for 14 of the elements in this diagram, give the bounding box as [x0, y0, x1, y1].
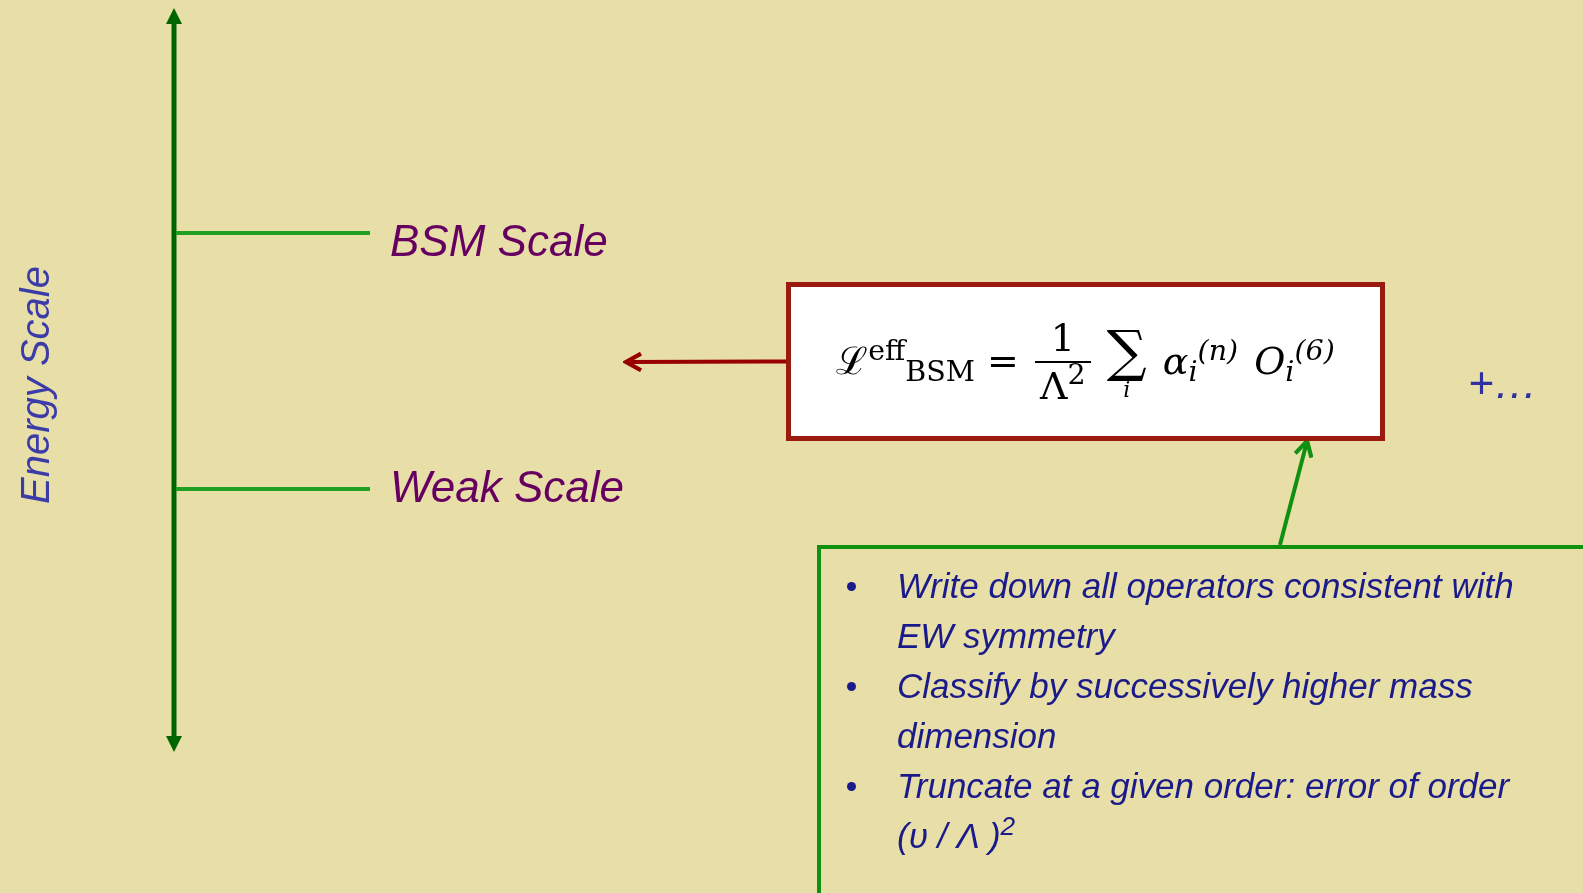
- scale-label: BSM Scale: [390, 215, 608, 267]
- bullet-text: Truncate at a given order: error of order (υ / Λ )$^{2}$: [897, 765, 1512, 857]
- bullet-text: Write down all operators consistent with EW symmetry: [897, 565, 1515, 657]
- fraction-numerator: 1: [1050, 318, 1075, 361]
- arrow: [623, 351, 786, 373]
- sum-sign: ∑: [1106, 322, 1147, 379]
- bullet-text: Classify by successively higher mass dimension: [897, 665, 1474, 757]
- scale-label: Weak Scale: [390, 461, 624, 513]
- fraction-denominator: Λ$^{2}$: [1040, 362, 1086, 405]
- formula-lhs: ℒ$^{eff}$$_{BSM}$ =: [836, 333, 1019, 390]
- axis-label: Energy Scale: [12, 266, 58, 504]
- note-box: [817, 545, 1583, 893]
- continuation-mark: +…: [1468, 357, 1538, 409]
- formula-box: [786, 282, 1385, 441]
